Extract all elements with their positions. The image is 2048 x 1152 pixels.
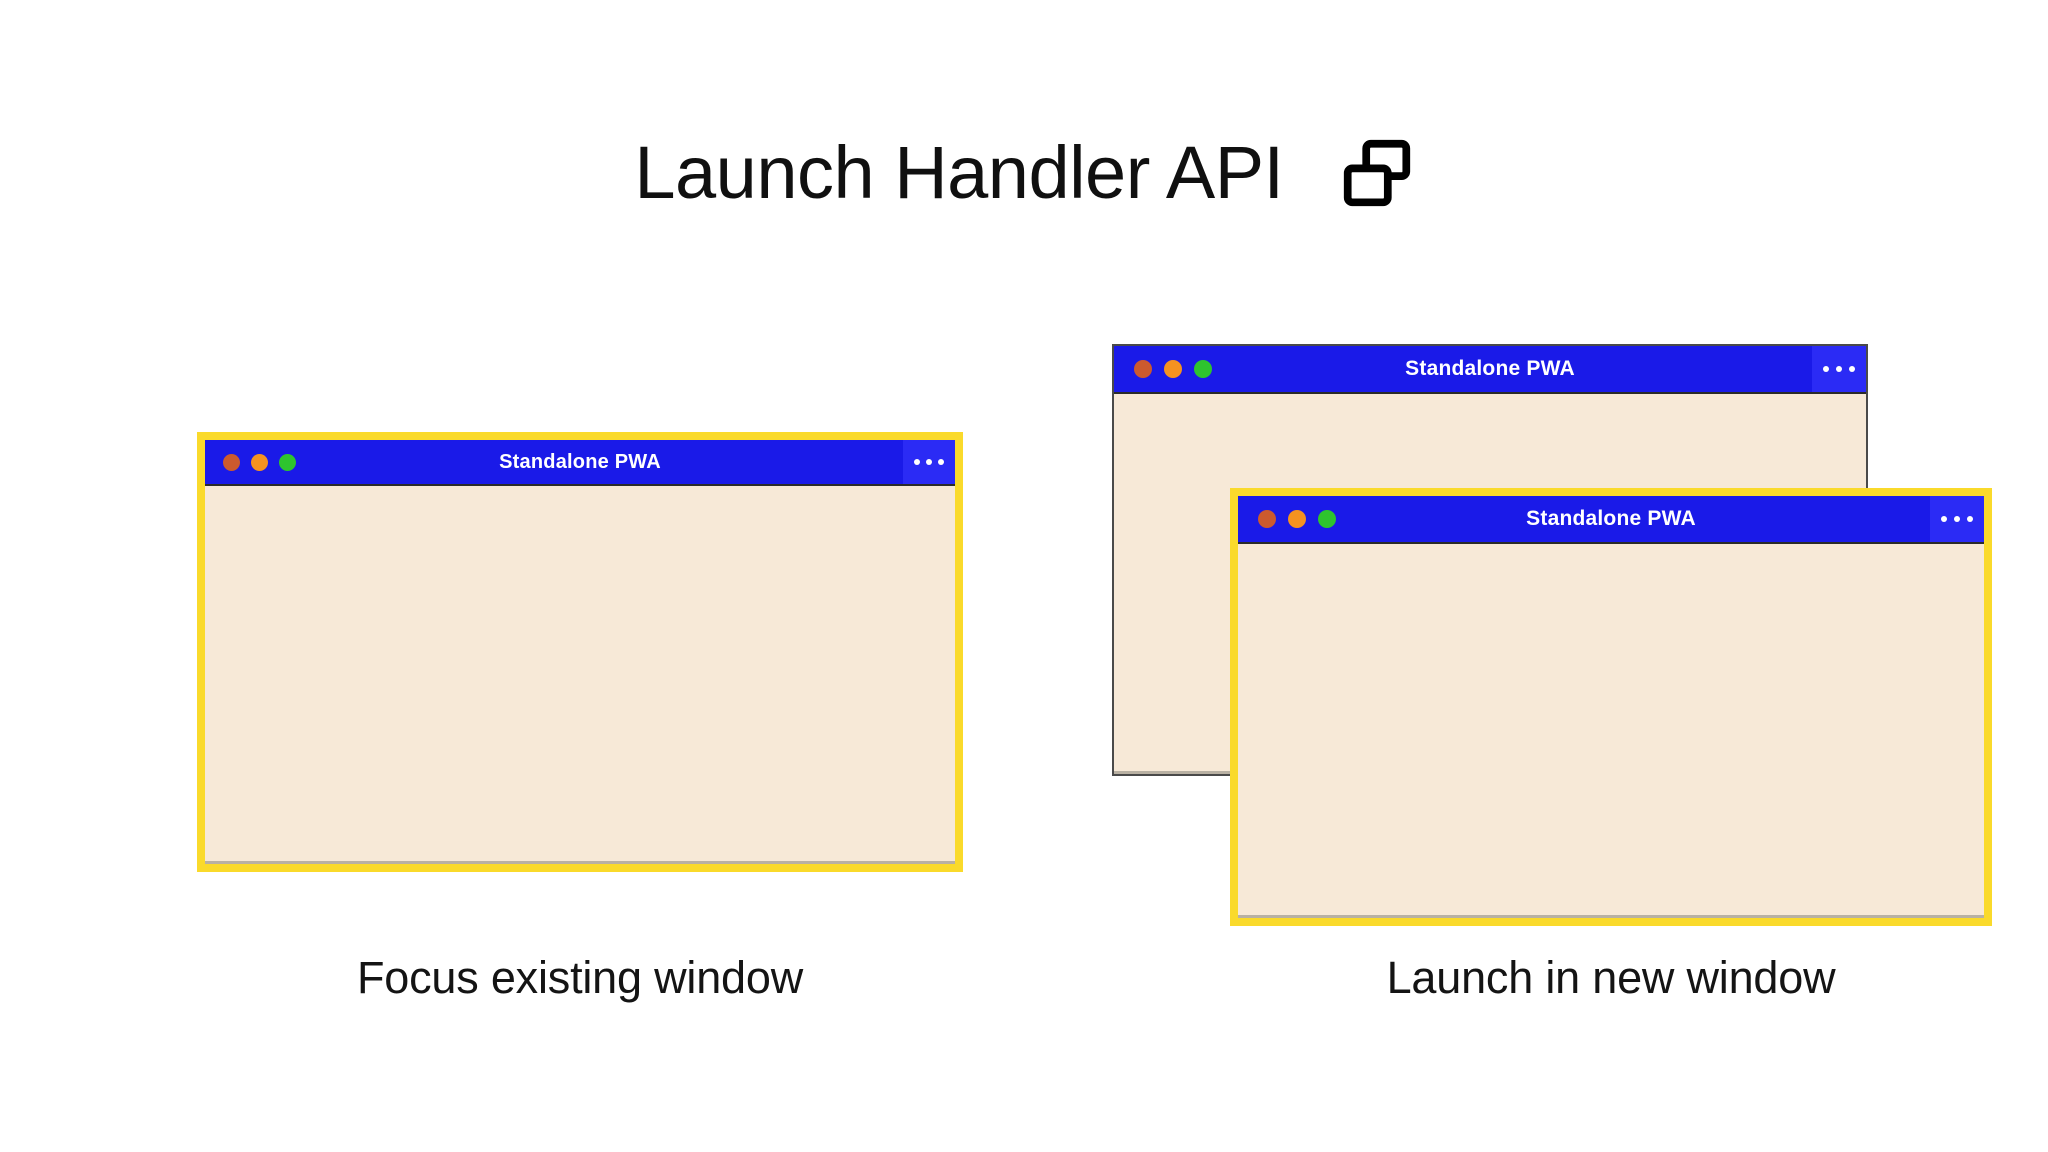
close-button-icon[interactable] bbox=[223, 453, 240, 471]
window-content-area bbox=[1238, 544, 1984, 918]
window-inner: Standalone PWA bbox=[205, 440, 955, 864]
menu-dot bbox=[1941, 516, 1947, 522]
menu-dot bbox=[938, 459, 944, 465]
pwa-window-focused[interactable]: Standalone PWA bbox=[197, 432, 963, 872]
menu-dot bbox=[1823, 366, 1829, 372]
windows-overlap-icon bbox=[1343, 139, 1410, 207]
menu-dot bbox=[926, 459, 932, 465]
minimize-button-icon[interactable] bbox=[1288, 510, 1306, 528]
window-titlebar[interactable]: Standalone PWA bbox=[205, 440, 955, 486]
traffic-lights bbox=[1134, 360, 1212, 378]
caption-focus-existing: Focus existing window bbox=[357, 952, 803, 1003]
window-title: Standalone PWA bbox=[1526, 507, 1696, 530]
menu-dot bbox=[1954, 516, 1960, 522]
menu-dot bbox=[1849, 366, 1855, 372]
overflow-menu-icon[interactable] bbox=[1812, 346, 1866, 392]
window-title: Standalone PWA bbox=[499, 450, 661, 473]
maximize-button-icon[interactable] bbox=[279, 453, 296, 471]
menu-dot bbox=[1967, 516, 1973, 522]
maximize-button-icon[interactable] bbox=[1194, 360, 1212, 378]
overflow-menu-icon[interactable] bbox=[1930, 496, 1984, 542]
traffic-lights bbox=[1258, 510, 1336, 528]
close-button-icon[interactable] bbox=[1134, 360, 1152, 378]
window-title: Standalone PWA bbox=[1405, 357, 1575, 380]
close-button-icon[interactable] bbox=[1258, 510, 1276, 528]
page-title: Launch Handler API bbox=[634, 131, 1284, 214]
menu-dot bbox=[914, 459, 920, 465]
window-titlebar[interactable]: Standalone PWA bbox=[1114, 346, 1866, 394]
window-content-area bbox=[205, 486, 955, 864]
pwa-window-new[interactable]: Standalone PWA bbox=[1230, 488, 1992, 926]
maximize-button-icon[interactable] bbox=[1318, 510, 1336, 528]
overflow-menu-icon[interactable] bbox=[903, 440, 955, 484]
traffic-lights bbox=[223, 453, 296, 471]
caption-launch-new: Launch in new window bbox=[1386, 952, 1836, 1003]
minimize-button-icon[interactable] bbox=[1164, 360, 1182, 378]
window-titlebar[interactable]: Standalone PWA bbox=[1238, 496, 1984, 544]
menu-dot bbox=[1836, 366, 1842, 372]
page-header: Launch Handler API bbox=[0, 118, 2048, 228]
window-inner: Standalone PWA bbox=[1238, 496, 1984, 918]
minimize-button-icon[interactable] bbox=[251, 453, 268, 471]
